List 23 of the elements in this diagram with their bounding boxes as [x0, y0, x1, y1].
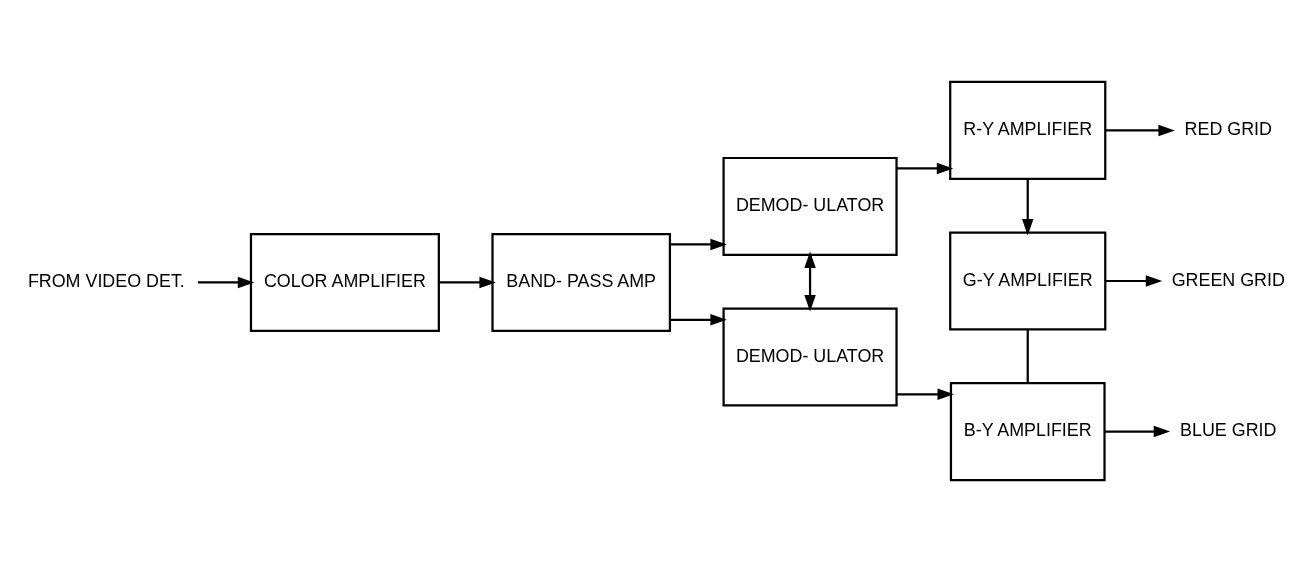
arrow: [1105, 124, 1175, 136]
arrow: [670, 238, 727, 250]
arrow: [1022, 178, 1034, 235]
arrow: [1104, 425, 1171, 437]
connector: [1026, 328, 1029, 383]
node-text: GREEN GRID: [1171, 269, 1285, 290]
arrow: [804, 251, 816, 311]
arrow: [896, 388, 954, 400]
node-box: DEMOD- ULATOR: [722, 156, 898, 256]
node-box: R-Y AMPLIFIER: [949, 80, 1107, 180]
arrow: [439, 276, 496, 288]
node-text: RED GRID: [1184, 118, 1272, 139]
arrow: [1105, 274, 1163, 287]
node-box: B-Y AMPLIFIER: [949, 381, 1106, 481]
node-text: BLUE GRID: [1180, 419, 1277, 440]
node-box: G-Y AMPLIFIER: [949, 230, 1107, 331]
node-text: FROM VIDEO DET.: [27, 270, 185, 291]
arrow: [896, 162, 954, 174]
node-box: DEMOD- ULATOR: [722, 306, 898, 407]
node-box: COLOR AMPLIFIER: [249, 232, 440, 332]
arrow: [670, 313, 727, 325]
node-box: BAND- PASS AMP: [491, 232, 672, 332]
arrow: [197, 276, 255, 288]
